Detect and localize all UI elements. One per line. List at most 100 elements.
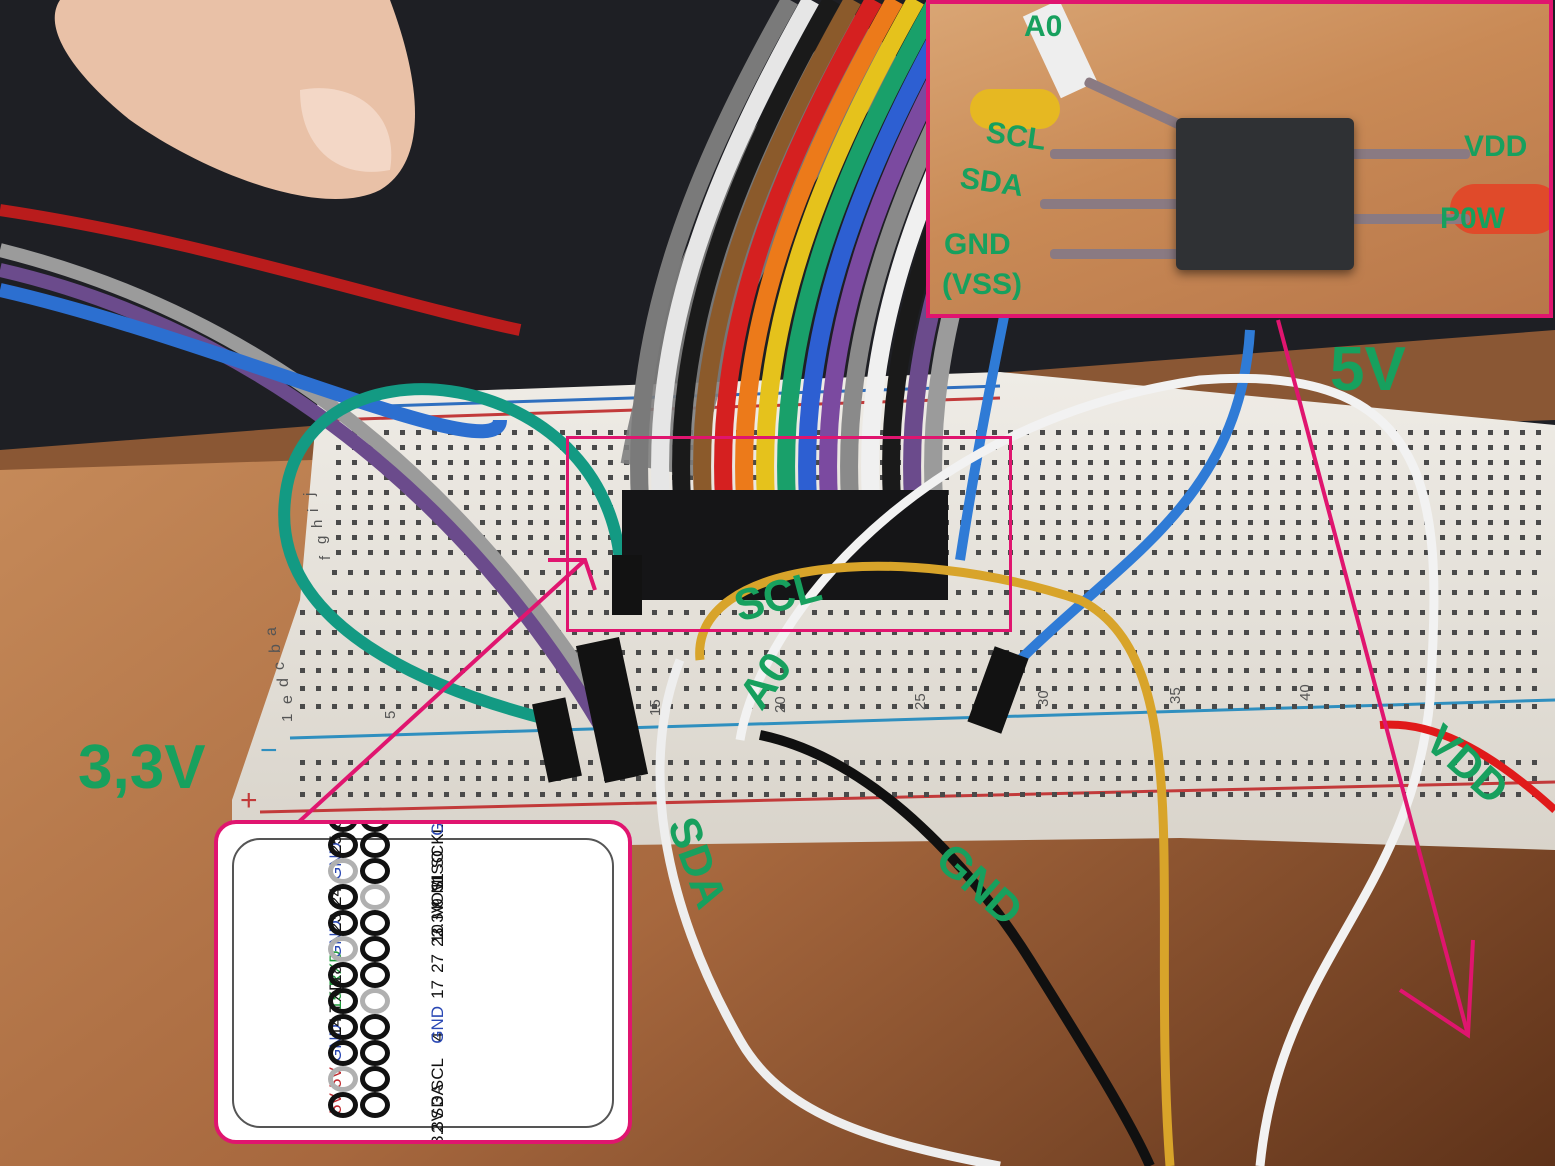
chip-label-vss: (VSS) [942, 268, 1023, 301]
column-number: 30 [1035, 690, 1052, 707]
breadboard-hole [1436, 610, 1441, 615]
breadboard-hole [1424, 475, 1429, 480]
breadboard-hole [1180, 650, 1185, 655]
breadboard-hole [764, 760, 769, 765]
breadboard-hole [940, 630, 945, 635]
breadboard-hole [1152, 475, 1157, 480]
breadboard-hole [464, 445, 469, 450]
breadboard-hole [1344, 520, 1349, 525]
breadboard-hole [1520, 445, 1525, 450]
breadboard-hole [1168, 430, 1173, 435]
breadboard-hole [300, 792, 305, 797]
breadboard-hole [576, 505, 581, 510]
breadboard-hole [1340, 570, 1345, 575]
gpio-pin [328, 962, 358, 988]
breadboard-hole [1488, 430, 1493, 435]
breadboard-hole [540, 760, 545, 765]
breadboard-hole [380, 760, 385, 765]
breadboard-hole [880, 430, 885, 435]
breadboard-hole [1408, 520, 1413, 525]
breadboard-hole [384, 550, 389, 555]
breadboard-hole [540, 668, 545, 673]
breadboard-hole [396, 760, 401, 765]
breadboard-hole [1376, 520, 1381, 525]
breadboard-hole [332, 760, 337, 765]
breadboard-hole [464, 460, 469, 465]
breadboard-hole [1052, 668, 1057, 673]
breadboard-hole [1132, 668, 1137, 673]
breadboard-hole [844, 668, 849, 673]
breadboard-hole [1068, 686, 1073, 691]
breadboard-hole [316, 704, 321, 709]
breadboard-hole [1404, 704, 1409, 709]
breadboard-hole [1376, 490, 1381, 495]
breadboard-hole [1296, 505, 1301, 510]
breadboard-hole [1200, 505, 1205, 510]
breadboard-hole [1312, 550, 1317, 555]
breadboard-hole [1344, 490, 1349, 495]
breadboard-hole [780, 760, 785, 765]
breadboard-hole [428, 590, 433, 595]
breadboard-hole [1324, 590, 1329, 595]
breadboard-hole [476, 590, 481, 595]
breadboard-hole [348, 570, 353, 575]
breadboard-hole [1360, 520, 1365, 525]
breadboard-hole [368, 475, 373, 480]
breadboard-hole [1500, 704, 1505, 709]
breadboard-hole [1276, 760, 1281, 765]
breadboard-hole [1244, 610, 1249, 615]
breadboard-hole [636, 776, 641, 781]
breadboard-hole [1184, 520, 1189, 525]
breadboard-hole [1360, 460, 1365, 465]
breadboard-hole [860, 686, 865, 691]
breadboard-hole [1516, 630, 1521, 635]
breadboard-hole [1388, 650, 1393, 655]
breadboard-hole [480, 445, 485, 450]
breadboard-hole [460, 792, 465, 797]
breadboard-hole [1088, 460, 1093, 465]
breadboard-hole [1104, 490, 1109, 495]
breadboard-hole [1072, 445, 1077, 450]
breadboard-hole [988, 760, 993, 765]
breadboard-hole [1536, 430, 1541, 435]
breadboard-hole [1024, 445, 1029, 450]
breadboard-hole [908, 610, 913, 615]
breadboard-hole [1180, 570, 1185, 575]
breadboard-hole [1084, 668, 1089, 673]
breadboard-hole [1084, 776, 1089, 781]
breadboard-hole [1260, 776, 1265, 781]
breadboard-hole [924, 704, 929, 709]
breadboard-hole [1244, 792, 1249, 797]
breadboard-hole [940, 792, 945, 797]
breadboard-hole [396, 704, 401, 709]
breadboard-hole [1136, 535, 1141, 540]
breadboard-hole [1308, 650, 1313, 655]
breadboard-hole [1260, 650, 1265, 655]
breadboard-hole [1504, 535, 1509, 540]
breadboard-hole [1100, 792, 1105, 797]
breadboard-hole [1324, 630, 1329, 635]
breadboard-hole [524, 650, 529, 655]
ribbon-wire [630, 0, 798, 501]
breadboard-hole [1072, 460, 1077, 465]
breadboard-hole [1040, 520, 1045, 525]
breadboard-hole [1532, 704, 1537, 709]
breadboard-hole [460, 590, 465, 595]
arrow-5v-head [1398, 939, 1475, 1039]
gpio-pin [360, 1092, 390, 1118]
breadboard-hole [1440, 520, 1445, 525]
breadboard-hole [348, 686, 353, 691]
breadboard-hole [572, 570, 577, 575]
breadboard-hole [1532, 590, 1537, 595]
breadboard-hole [844, 630, 849, 635]
breadboard-hole [1212, 610, 1217, 615]
breadboard-hole [1244, 686, 1249, 691]
breadboard-hole [1292, 776, 1297, 781]
breadboard-hole [636, 792, 641, 797]
breadboard-hole [444, 668, 449, 673]
breadboard-hole [1280, 520, 1285, 525]
breadboard-hole [1296, 535, 1301, 540]
breadboard-hole [1328, 445, 1333, 450]
breadboard-hole [1308, 792, 1313, 797]
breadboard-hole [380, 570, 385, 575]
